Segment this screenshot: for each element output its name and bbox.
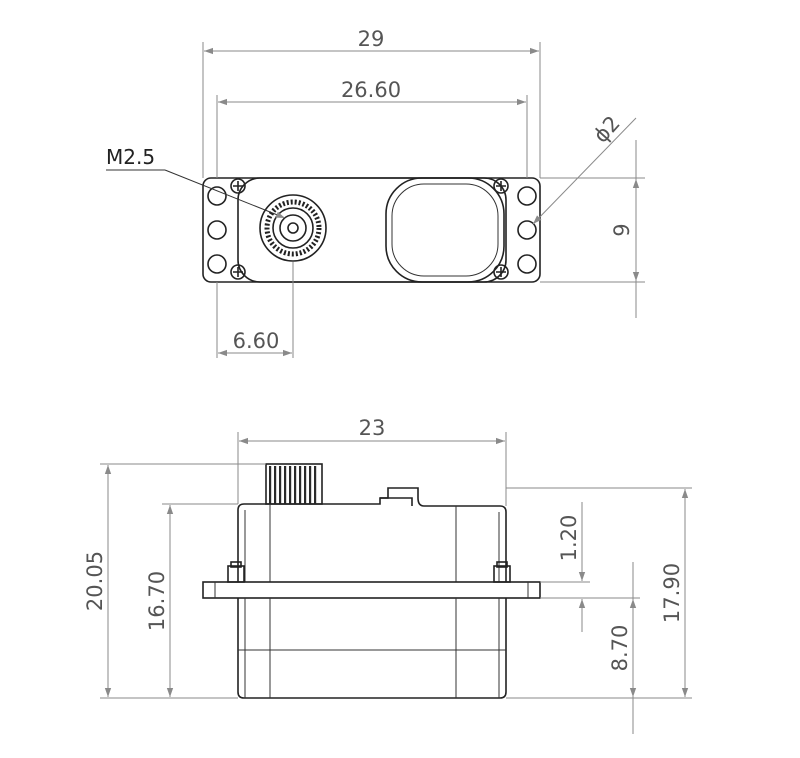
mounting-hole [207, 186, 227, 206]
dim-shaft-offset: 6.60 [233, 329, 280, 353]
output-shaft-icon [259, 194, 327, 262]
dim-body-height: 16.70 [145, 571, 169, 631]
dim-total-height: 20.05 [83, 551, 107, 611]
side-view [202, 463, 541, 699]
dim-flange-to-bottom: 8.70 [608, 625, 632, 672]
mounting-hole [517, 220, 537, 240]
dim-side-width: 23 [359, 416, 386, 440]
top-view-dimensions: 29 26.60 ϕ2 9 M2.5 6.60 [106, 27, 645, 358]
mounting-hole [207, 254, 227, 274]
mounting-hole [207, 220, 227, 240]
upper-housing-outline [237, 487, 507, 582]
screw-icon [227, 561, 245, 583]
servo-body-outline [237, 177, 507, 283]
housing-window [385, 177, 505, 283]
screw-icon [493, 264, 509, 280]
screw-icon [230, 178, 246, 194]
mounting-hole [517, 186, 537, 206]
top-view [202, 177, 541, 283]
side-view-dimensions: 23 20.05 16.70 1.20 8.70 17.90 [83, 416, 692, 734]
mounting-flange [202, 581, 541, 599]
dim-hole-diameter: ϕ2 [589, 111, 625, 147]
dim-height: 9 [610, 223, 634, 236]
screw-icon [230, 264, 246, 280]
lower-housing-outline [237, 598, 507, 699]
output-spline-icon [265, 463, 323, 505]
dim-flange-thickness: 1.20 [557, 515, 581, 562]
mounting-hole [517, 254, 537, 274]
label-screw: M2.5 [106, 145, 155, 169]
dim-width-overall: 29 [358, 27, 385, 51]
housing-window-inner [391, 183, 499, 277]
dim-hole-spacing: 26.60 [341, 78, 401, 102]
screw-icon [493, 561, 511, 583]
screw-icon [493, 178, 509, 194]
dim-height-right: 17.90 [660, 563, 684, 623]
